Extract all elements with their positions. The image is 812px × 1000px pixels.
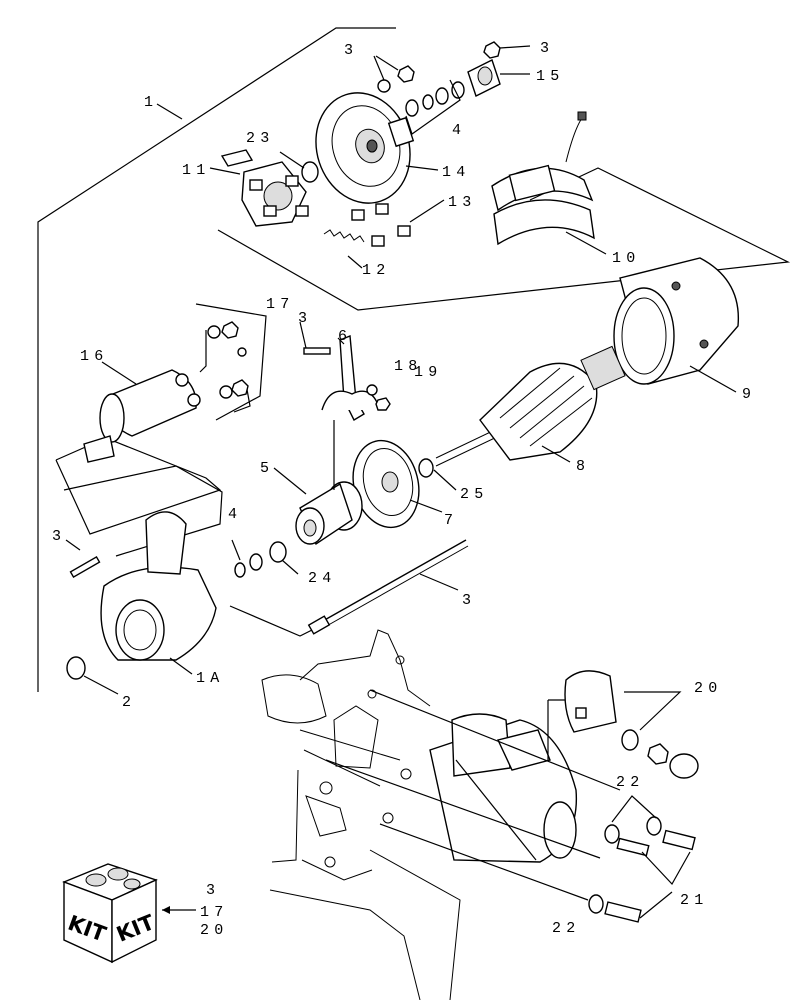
washer-18 [366, 384, 378, 396]
shift-fork-6 [303, 335, 391, 490]
nut [231, 379, 249, 397]
callout-7: 7 [444, 512, 458, 529]
through-bolt [307, 539, 469, 635]
callout-22: 22 [616, 774, 645, 791]
callout-1: 1 [144, 94, 158, 111]
washer-22 [588, 894, 604, 914]
callout-3: 3 [52, 528, 66, 545]
brush [371, 235, 385, 247]
callout-3: 3 [344, 42, 358, 59]
terminal-cover-20 [564, 670, 699, 779]
callout-kit-20: 20 [200, 922, 229, 939]
mounting-bolt [69, 555, 101, 579]
callout-13: 13 [448, 194, 477, 211]
nut [647, 743, 669, 765]
callout-2: 2 [122, 694, 136, 711]
bushing-24 [269, 541, 287, 563]
spring-12 [323, 229, 365, 243]
callout-9: 9 [742, 386, 756, 403]
washer-22 [646, 816, 662, 836]
washer [377, 79, 391, 93]
washer [621, 729, 639, 751]
callout-17: 17 [266, 296, 295, 313]
callout-16: 16 [80, 348, 109, 365]
armature-8 [418, 345, 626, 478]
field-coil-10 [491, 111, 595, 246]
callout-25: 25 [460, 486, 489, 503]
callout-24: 24 [308, 570, 337, 587]
callout-kit-3: 3 [206, 882, 220, 899]
washer-22 [604, 824, 620, 844]
callout-14: 14 [442, 164, 471, 181]
callout-kit-17: 17 [200, 904, 229, 921]
drive-pinion-5 [295, 481, 363, 546]
nut [483, 41, 501, 59]
solenoid-16 [55, 303, 267, 535]
yoke-housing-9 [613, 257, 740, 385]
callout-4: 4 [228, 506, 242, 523]
mounting-bolts-21-22 [588, 795, 696, 923]
pivot-bolt [303, 347, 331, 355]
callout-3: 3 [540, 40, 554, 57]
bushing-2 [66, 656, 86, 680]
nut [221, 321, 239, 339]
callout-1A: 1A [196, 670, 225, 687]
callout-3: 3 [298, 310, 312, 327]
nut [397, 65, 415, 83]
shim-ring [249, 553, 263, 571]
callout-8: 8 [576, 458, 590, 475]
nut-19 [375, 397, 391, 411]
shim-ring [405, 99, 419, 117]
callout-18: 18 [394, 358, 423, 375]
callout-15: 15 [536, 68, 565, 85]
brush-holder-11 [220, 149, 309, 227]
intermediate-plate-7 [352, 439, 420, 529]
bolt-21 [616, 837, 650, 857]
washer [219, 385, 233, 399]
shim-ring [435, 87, 449, 105]
callout-3: 3 [462, 592, 476, 609]
assembly-bracket-1 [37, 27, 396, 692]
callout-labels: 1 3 3 15 4 23 11 14 13 12 10 17 3 6 16 1… [52, 40, 756, 939]
bolt-21 [662, 829, 696, 851]
callout-20: 20 [694, 680, 723, 697]
callout-4: 4 [452, 122, 466, 139]
washer [207, 325, 221, 339]
callout-11: 11 [182, 162, 211, 179]
callout-12: 12 [362, 262, 391, 279]
brush [397, 225, 411, 237]
brush [375, 203, 389, 215]
callout-6: 6 [338, 328, 352, 345]
bushing-25 [418, 458, 434, 478]
boot-cap [669, 753, 699, 779]
callout-23: 23 [246, 130, 275, 147]
engine-installation-view [261, 629, 621, 1000]
repair-kit-box: KIT KIT [62, 863, 196, 964]
yoke-opening [613, 287, 675, 385]
callout-19: 19 [414, 364, 443, 381]
callout-21: 21 [680, 892, 709, 909]
shim-ring [422, 94, 434, 110]
leader-lines [65, 45, 737, 695]
callout-22: 22 [552, 920, 581, 937]
bushing-23 [301, 161, 319, 183]
callout-10: 10 [612, 250, 641, 267]
nut [237, 347, 247, 357]
shim-ring [234, 562, 246, 578]
bolt-21 [604, 901, 642, 923]
end-plate-group [217, 41, 791, 311]
callout-5: 5 [260, 460, 274, 477]
drive-housing-1A [63, 465, 321, 680]
shim-ring [451, 81, 465, 99]
brush [351, 209, 365, 221]
